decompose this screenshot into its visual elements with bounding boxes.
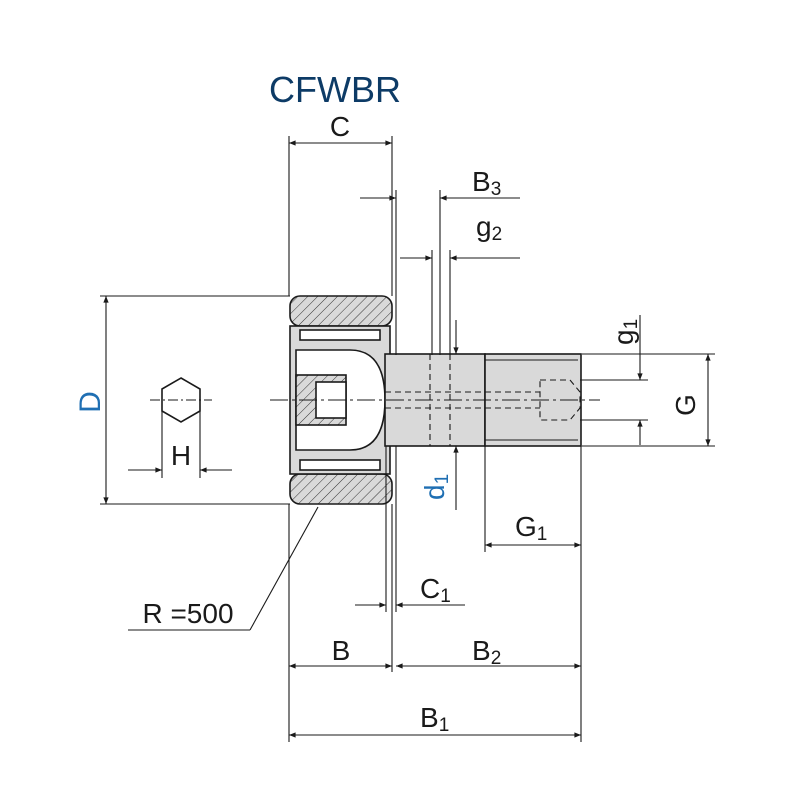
label-C1: C1 [420,573,451,607]
needle-bottom [299,459,381,471]
dimension-lines [100,136,715,742]
label-d1: d1 [419,474,453,500]
outer-ring-bottom [289,473,393,505]
label-H: H [171,440,191,471]
label-B3: B3 [472,166,501,200]
hex-end-view [150,377,212,423]
drawing-title: CFWBR [269,69,401,110]
label-B2: B2 [472,635,501,669]
label-B: B [332,635,351,666]
label-G1: G1 [515,511,547,545]
label-D: D [74,391,107,413]
outer-ring-top [289,295,393,327]
label-g1: g1 [608,319,642,345]
needle-top [299,329,381,341]
label-C: C [330,111,350,142]
label-G: G [670,394,701,416]
label-g2: g2 [476,211,502,245]
label-B1: B1 [420,702,449,736]
label-R500: R =500 [142,598,233,629]
